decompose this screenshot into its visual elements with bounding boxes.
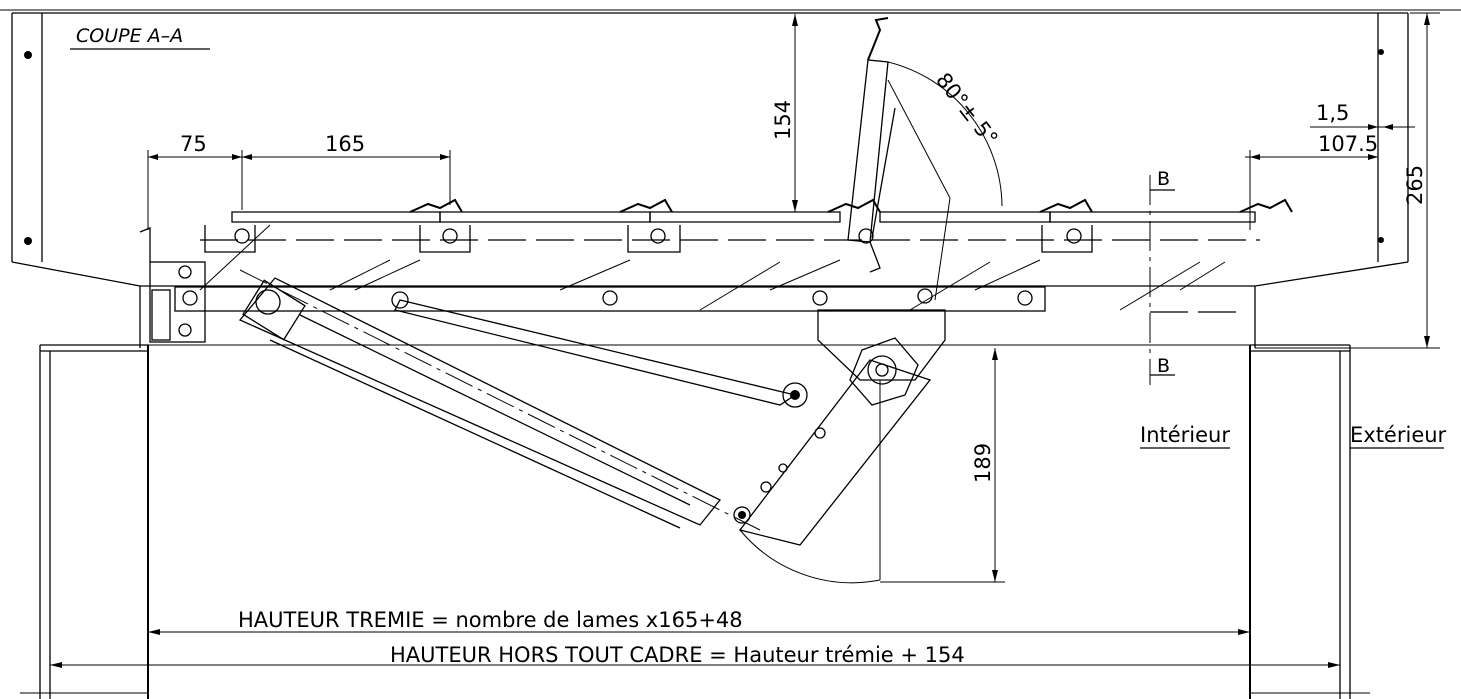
- dim-107-5: 107.5: [1318, 132, 1378, 156]
- left-bracket: [139, 227, 206, 343]
- link-bar: [174, 286, 1046, 312]
- section-mark-b-bottom: B: [1157, 355, 1170, 377]
- dim-bottom-lines: [50, 629, 1340, 668]
- section-mark-b-top: B: [1157, 168, 1170, 190]
- dim-top-left: [147, 150, 451, 230]
- dim-189-lines: [880, 348, 1005, 583]
- dim-75: 75: [180, 132, 207, 156]
- dim-154: 154: [771, 100, 795, 140]
- dim-165: 165: [325, 132, 365, 156]
- dim-angle: 80°± 5°: [931, 68, 1002, 150]
- formula-hauteur-tremie: HAUTEUR TREMIE = nombre de lames x165+48: [238, 608, 743, 632]
- section-title: COUPE A–A: [76, 25, 183, 47]
- formula-hauteur-hors-tout: HAUTEUR HORS TOUT CADRE = Hauteur trémie…: [390, 643, 965, 667]
- louvre-blades: [199, 198, 1293, 313]
- dim-154-lines: [792, 14, 798, 212]
- dim-1-5: 1,5: [1316, 101, 1349, 125]
- wall-opening: [20, 344, 1370, 699]
- actuator: [238, 269, 761, 531]
- label-exterior: Extérieur: [1350, 423, 1447, 447]
- lever-arm: [394, 299, 946, 584]
- section-b-line: [1149, 175, 1175, 385]
- dim-right-lines: [1245, 12, 1440, 349]
- dim-265: 265: [1403, 165, 1427, 205]
- open-blade: [847, 17, 1003, 301]
- housing-frame: [0, 9, 1461, 348]
- dim-189: 189: [971, 443, 995, 483]
- label-interior: Intérieur: [1140, 423, 1230, 447]
